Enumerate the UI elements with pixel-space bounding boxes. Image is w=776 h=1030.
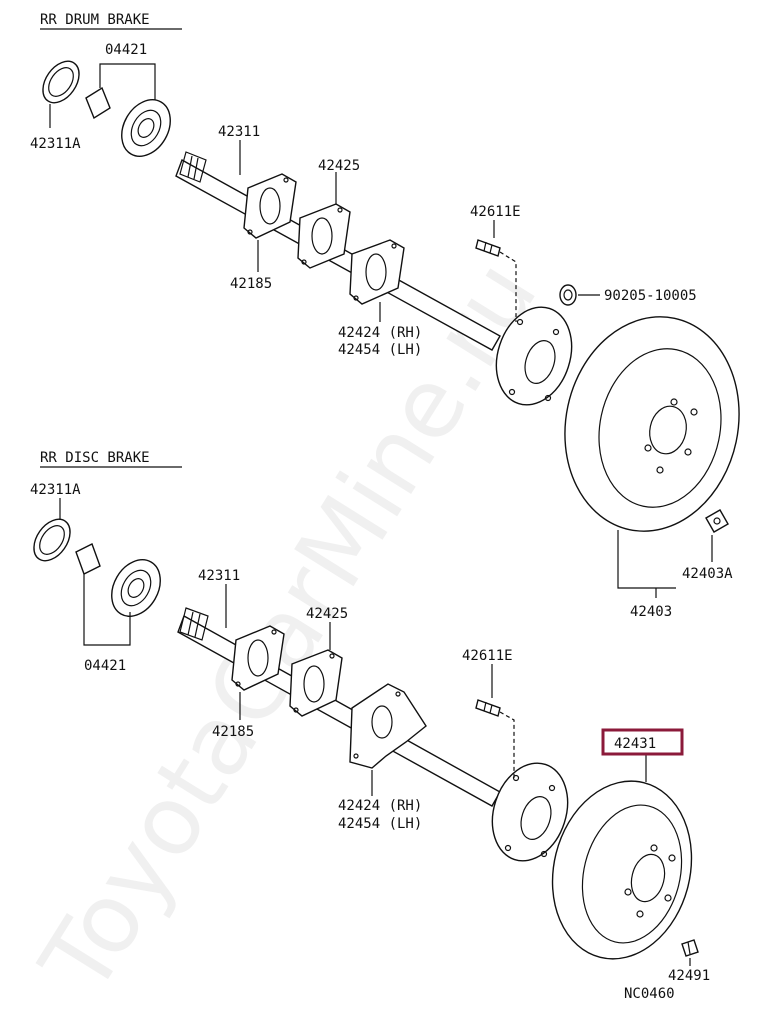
label-disc-shaft: 42311 <box>198 568 240 584</box>
disc-oil-seal[interactable] <box>27 513 78 568</box>
label-drum-drum: 42403 <box>630 604 672 620</box>
label-drum-shaft: 42311 <box>218 124 260 140</box>
label-drum-retainer-rh: 42424 (RH) <box>338 325 422 341</box>
label-drum-retainer-lh: 42454 (LH) <box>338 342 422 358</box>
disc-section-header: RR DISC BRAKE <box>40 450 182 468</box>
drum-plate-42425[interactable] <box>297 203 351 269</box>
drum-plate-42185[interactable] <box>243 173 297 239</box>
label-disc-rotor: 42431 <box>614 736 656 752</box>
label-disc-plate2: 42425 <box>306 606 348 622</box>
label-disc-seal: 42311A <box>30 482 81 498</box>
label-disc-retainer-rh: 42424 (RH) <box>338 798 422 814</box>
highlighted-part-callout[interactable]: 42431 <box>601 728 684 756</box>
disc-rotor-screw[interactable] <box>681 939 699 957</box>
disc-section-title: RR DISC BRAKE <box>40 450 150 466</box>
label-drum-plate1: 42185 <box>230 276 272 292</box>
disc-bearing[interactable] <box>75 543 170 625</box>
drum-brake-drum[interactable] <box>545 300 758 547</box>
drum-section-title: RR DRUM BRAKE <box>40 12 150 28</box>
label-drum-plug: 42403A <box>682 566 733 582</box>
drum-retainer[interactable] <box>349 239 405 305</box>
label-drum-bearing: 04421 <box>105 42 147 58</box>
label-drum-plate2: 42425 <box>318 158 360 174</box>
label-disc-plate1: 42185 <box>212 724 254 740</box>
watermark: ToyotaCarMine.ru <box>19 242 559 1013</box>
disc-rotor[interactable] <box>534 766 710 974</box>
drum-oil-seal[interactable] <box>36 55 87 110</box>
label-disc-retainer-lh: 42454 (LH) <box>338 816 422 832</box>
diagram-code: NC0460 <box>624 986 675 1002</box>
disc-hub-bolt[interactable] <box>475 699 501 717</box>
drum-nut[interactable] <box>559 284 577 306</box>
disc-hub-flange[interactable] <box>480 753 579 870</box>
drum-bearing[interactable] <box>85 86 180 165</box>
label-disc-screw: 42491 <box>668 968 710 984</box>
label-drum-bolt: 42611E <box>470 204 521 220</box>
label-disc-bolt: 42611E <box>462 648 513 664</box>
drum-hub-bolt[interactable] <box>475 239 501 257</box>
drum-hub-flange[interactable] <box>484 297 583 414</box>
drum-section-header: RR DRUM BRAKE <box>40 12 182 30</box>
disc-retainer-bracket[interactable] <box>349 683 427 769</box>
disc-plate-42185[interactable] <box>231 625 285 691</box>
disc-plate-42425[interactable] <box>289 649 343 717</box>
label-drum-nut: 90205-10005 <box>604 288 697 304</box>
drum-plug[interactable] <box>705 509 729 533</box>
label-disc-bearing: 04421 <box>84 658 126 674</box>
label-drum-seal: 42311A <box>30 136 81 152</box>
